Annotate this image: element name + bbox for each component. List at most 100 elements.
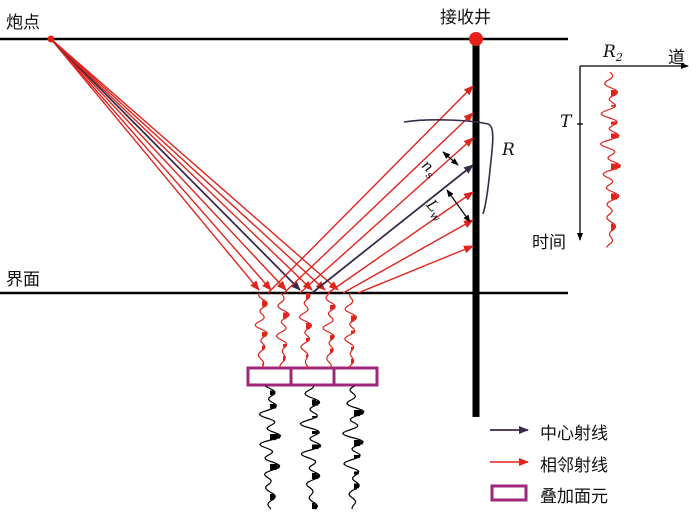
reflection-wiggle-lobe (330, 348, 333, 351)
stacked-wiggle-lobe (270, 405, 277, 408)
reflection-wiggle-lobe (262, 302, 267, 304)
stacked-wiggle-lobe (270, 498, 275, 501)
r2-wiggle-lobe (611, 195, 619, 197)
reflection-wiggle-lobe (283, 344, 287, 346)
stacked-wiggle-lobe (270, 407, 276, 409)
r-label: R (502, 140, 515, 160)
r2-wiggle-lobe (611, 229, 614, 232)
reflection-wiggle-lobe (351, 332, 355, 334)
wavefront-curve (403, 119, 494, 215)
reflection-wiggle-lobe (330, 336, 335, 339)
adjacent-incident-ray (50, 38, 326, 291)
reflection-wiggle-lobe (351, 347, 354, 349)
adjacent-incident-ray (50, 38, 272, 291)
reflection-wiggle-lobe (306, 294, 310, 297)
lw-arrow (446, 189, 471, 223)
adjacent-incident-ray (50, 38, 339, 291)
stacked-wiggle-lobe (270, 495, 275, 498)
stacked-wiggle-lobe (312, 506, 318, 508)
r2-main: R (603, 42, 616, 62)
r2-wiggle-lobe (611, 91, 618, 94)
r2-wiggle-lobe (611, 93, 618, 95)
ns-arrow (442, 151, 459, 166)
time-label: 时间 (532, 233, 566, 253)
reflection-wiggle-lobe (306, 297, 310, 300)
reflection-wiggle-lobe (306, 356, 308, 358)
reflection-wiggle-lobe (283, 315, 289, 318)
r2-trace (599, 71, 621, 248)
stacking-bin-3 (332, 366, 379, 387)
stacked-wiggle-lobe (270, 393, 275, 396)
reflection-wiggle-lobe (330, 350, 334, 352)
adjacent-reflected-ray (299, 137, 474, 294)
reflection-wiggle (298, 292, 313, 369)
adjacent-incident-ray (50, 38, 260, 291)
stacked-wiggle-lobe (354, 485, 360, 487)
stacked-wiggle-lobe (354, 441, 364, 444)
r2-wiggle-lobe (611, 198, 618, 200)
reflection-wiggle-lobe (262, 332, 267, 334)
r2-wiggle-lobe (611, 163, 618, 166)
r2-wiggle-lobe (611, 94, 616, 97)
reflection-wiggle (275, 292, 290, 369)
stacked-wiggle-lobe (354, 471, 359, 474)
reflection-wiggle-lobe (262, 348, 265, 351)
reflection-wiggle-lobe (262, 303, 268, 306)
stacked-wiggle-lobe (312, 474, 320, 477)
stacked-wiggle-lobe (312, 404, 319, 406)
legend-central-ray-label: 中心射线 (540, 424, 608, 444)
reflection-wiggle-lobe (351, 315, 356, 318)
reflection-wiggle-lobe (351, 318, 356, 321)
reflection-wiggle-lobe (262, 335, 267, 337)
stacked-wiggle-lobe (312, 446, 321, 448)
reflection-wiggle-lobe (306, 338, 310, 340)
reflection-wiggle-lobe (306, 326, 312, 328)
stacked-wiggle-lobe (270, 438, 277, 441)
reflection-wiggle-lobe (306, 296, 310, 298)
receiver-well-label: 接收井 (440, 8, 491, 28)
stacked-wiggle-lobe (312, 402, 320, 405)
stacked-wiggle (342, 385, 365, 510)
stacked-wiggle-lobe (354, 455, 361, 457)
t-label: T (560, 112, 572, 132)
r2-sub: 2 (615, 51, 623, 64)
stacked-wiggle-lobe (312, 401, 319, 403)
adjacent-incident-ray (50, 38, 287, 291)
adjacent-reflected-ray (283, 112, 474, 294)
legend-adjacent-ray-label: 相邻射线 (540, 456, 608, 476)
r2-wiggle-lobe (611, 90, 616, 92)
stacked-wiggle-lobe (270, 390, 274, 393)
stacked-wiggle-lobe (312, 416, 318, 418)
stacking-bin-1 (246, 366, 293, 387)
stacked-wiggle-lobe (354, 414, 361, 417)
reflection-wiggle-lobe (306, 366, 308, 369)
reflection-wiggle-lobe (283, 356, 285, 358)
stacked-wiggle-lobe (312, 477, 319, 480)
stacked-traces (258, 385, 365, 510)
reflection-wiggle-lobe (330, 305, 335, 307)
reflection-wiggle-lobe (262, 345, 265, 348)
r2-wiggle-lobe (611, 225, 616, 227)
r2-wiggle-lobe (611, 196, 619, 199)
stacked-wiggle-lobe (354, 483, 359, 486)
reflection-wiggle-lobe (351, 359, 353, 361)
stacked-wiggle-lobe (270, 494, 274, 496)
stacked-wiggle-lobe (354, 473, 359, 475)
reflection-traces (254, 292, 358, 369)
stacked-wiggle-lobe (354, 486, 359, 489)
stacked-wiggle-lobe (270, 497, 276, 499)
r2-wiggle-lobe (611, 166, 621, 169)
stacked-wiggle-lobe (354, 440, 361, 442)
adjacent-reflected-ray (357, 245, 474, 294)
reflection-wiggle-lobe (306, 324, 312, 327)
reflection-wiggle-lobe (262, 300, 265, 303)
r2-wiggle-lobe (611, 121, 617, 124)
adjacent-reflected-ray (342, 219, 474, 294)
reflection-wiggle-lobe (330, 335, 334, 337)
reflection-wiggle-lobe (351, 348, 354, 351)
adjacent-reflected-ray (327, 191, 474, 294)
r2-wiggle-lobe (611, 193, 617, 196)
stacked-wiggle-lobe (354, 443, 363, 445)
